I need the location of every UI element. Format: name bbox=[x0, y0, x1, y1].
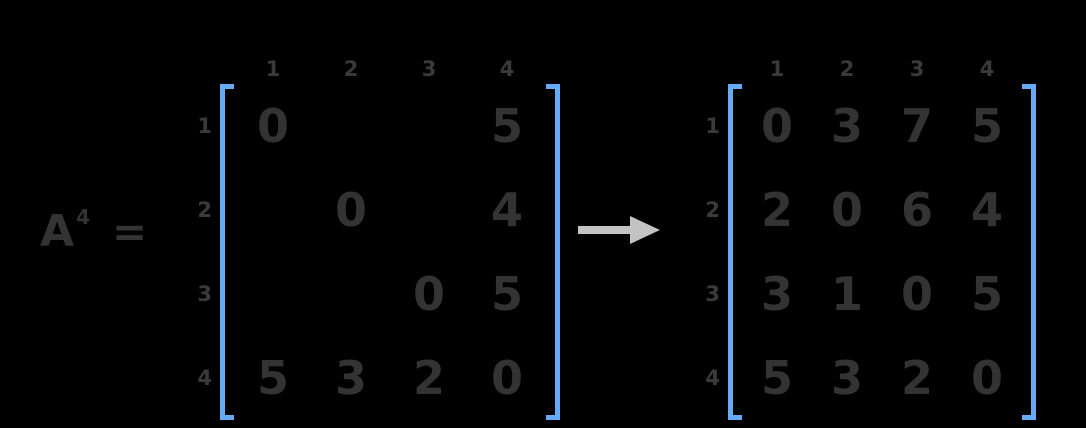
matrix-cell bbox=[312, 84, 390, 168]
matrix-row: 2 0 6 4 bbox=[742, 168, 1022, 252]
row-header: 3 bbox=[197, 282, 212, 306]
matrix-cell: 2 bbox=[412, 351, 445, 405]
matrix-cell bbox=[234, 252, 312, 336]
matrix-left-row-headers: 1 2 3 4 bbox=[190, 84, 220, 420]
row-header: 2 bbox=[197, 198, 212, 222]
matrix-row: 5 3 2 0 bbox=[742, 336, 1022, 420]
matrix-cell: 5 bbox=[490, 267, 523, 321]
matrix-cell: 3 bbox=[830, 99, 863, 153]
matrix-right-column-headers: 1 2 3 4 bbox=[742, 44, 1036, 84]
matrix-cell: 3 bbox=[830, 351, 863, 405]
matrix-cell bbox=[390, 84, 468, 168]
equals-sign: = bbox=[111, 207, 148, 256]
matrix-left-cells: 0 5 0 4 0 5 bbox=[234, 84, 546, 420]
column-header: 4 bbox=[979, 57, 995, 81]
matrix-row: 5 3 2 0 bbox=[234, 336, 546, 420]
matrix-cell: 5 bbox=[970, 99, 1003, 153]
matrix-cell: 6 bbox=[900, 183, 933, 237]
matrix-cell: 4 bbox=[490, 183, 523, 237]
matrix-cell: 0 bbox=[760, 99, 793, 153]
matrix-right-bracket-open bbox=[728, 84, 742, 420]
row-header: 1 bbox=[197, 114, 212, 138]
matrix-cell: 0 bbox=[256, 99, 289, 153]
column-header: 2 bbox=[343, 57, 359, 81]
column-header: 3 bbox=[421, 57, 437, 81]
matrix-cell: 0 bbox=[830, 183, 863, 237]
matrix-right-cells: 0 3 7 5 2 0 6 4 3 1 0 5 bbox=[742, 84, 1022, 420]
matrix-row: 0 4 bbox=[234, 168, 546, 252]
matrix-cell: 5 bbox=[970, 267, 1003, 321]
column-header: 3 bbox=[909, 57, 925, 81]
matrix-cell: 5 bbox=[490, 99, 523, 153]
matrix-cell: 2 bbox=[760, 183, 793, 237]
matrix-cell bbox=[234, 168, 312, 252]
matrix-cell: 1 bbox=[830, 267, 863, 321]
matrix-row: 0 5 bbox=[234, 84, 546, 168]
matrix-cell bbox=[390, 168, 468, 252]
matrix-cell: 0 bbox=[334, 183, 367, 237]
equation-label: A 4 = bbox=[40, 203, 147, 261]
column-header: 1 bbox=[769, 57, 785, 81]
right-arrow-icon bbox=[578, 214, 660, 246]
column-header: 1 bbox=[265, 57, 281, 81]
row-header: 3 bbox=[705, 282, 720, 306]
matrix-cell: 3 bbox=[334, 351, 367, 405]
matrix-cell bbox=[312, 252, 390, 336]
matrix-right-bracket-close bbox=[1022, 84, 1036, 420]
matrix-cell: 2 bbox=[900, 351, 933, 405]
matrix-cell: 0 bbox=[970, 351, 1003, 405]
matrix-cell: 0 bbox=[900, 267, 933, 321]
row-header: 2 bbox=[705, 198, 720, 222]
row-header: 1 bbox=[705, 114, 720, 138]
matrix-right-row-headers: 1 2 3 4 bbox=[698, 84, 728, 420]
matrix-left-bracket-open bbox=[220, 84, 234, 420]
matrix-row: 0 3 7 5 bbox=[742, 84, 1022, 168]
matrix-left-bracket-close bbox=[546, 84, 560, 420]
matrix-cell: 7 bbox=[900, 99, 933, 153]
row-header: 4 bbox=[705, 366, 720, 390]
matrix-cell: 5 bbox=[760, 351, 793, 405]
column-header: 4 bbox=[499, 57, 515, 81]
matrix-cell: 0 bbox=[412, 267, 445, 321]
matrix-row: 0 5 bbox=[234, 252, 546, 336]
matrix-cell: 5 bbox=[256, 351, 289, 405]
matrix-row: 3 1 0 5 bbox=[742, 252, 1022, 336]
column-header: 2 bbox=[839, 57, 855, 81]
matrix-cell: 4 bbox=[970, 183, 1003, 237]
row-header: 4 bbox=[197, 366, 212, 390]
matrix-name-exponent: 4 bbox=[76, 205, 90, 229]
matrix-cell: 0 bbox=[490, 351, 523, 405]
matrix-cell: 3 bbox=[760, 267, 793, 321]
matrix-left: 1 2 3 4 1 2 3 4 0 5 bbox=[190, 44, 560, 420]
matrix-left-column-headers: 1 2 3 4 bbox=[234, 44, 560, 84]
matrix-name-base: A bbox=[40, 206, 75, 257]
matrix-right: 1 2 3 4 1 2 3 4 0 3 7 5 bbox=[698, 44, 1036, 420]
